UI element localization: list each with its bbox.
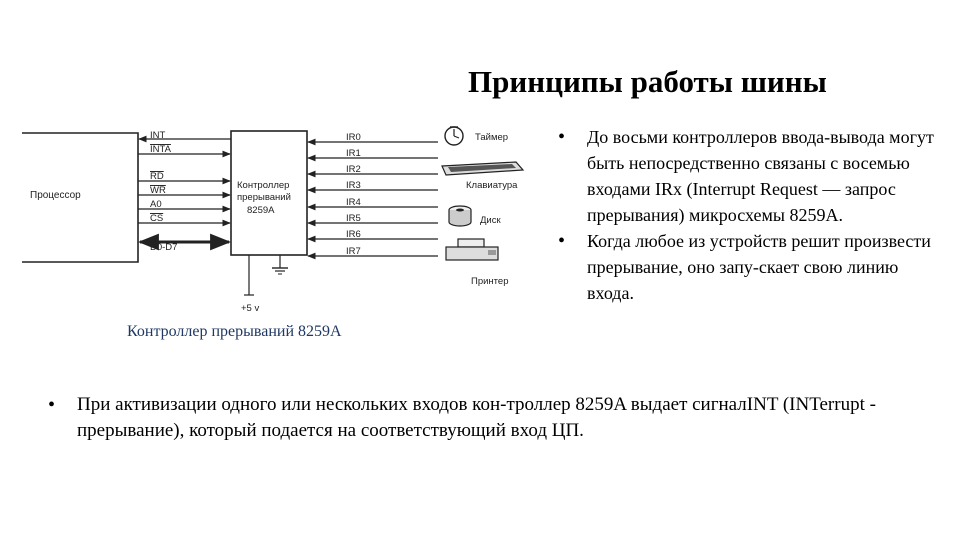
controller-label-line1: Контроллер — [237, 180, 289, 191]
ir-label: IR2 — [346, 164, 361, 175]
cpu-signal-labels: INT INTA RD WR A0 CS D0-D7 — [150, 130, 177, 253]
right-bullet-list: До восьми контроллеров ввода-вывода могу… — [558, 124, 948, 306]
bullet-item: При активизации одного или нескольких вх… — [48, 392, 938, 444]
signal-data-bus: D0-D7 — [150, 242, 177, 253]
processor-label: Процессор — [30, 190, 81, 201]
ground-icon — [272, 255, 288, 275]
signal-inta: INTA — [150, 144, 172, 155]
clock-icon — [444, 126, 464, 146]
printer-icon — [445, 238, 499, 261]
bullet-item: Когда любое из устройств решит произвест… — [558, 228, 948, 306]
ir-label: IR4 — [346, 197, 361, 208]
ir-label: IR6 — [346, 229, 361, 240]
processor-block: Процессор — [22, 132, 139, 263]
power-label: +5 v — [241, 303, 259, 314]
keyboard-icon — [441, 161, 525, 176]
diagram-caption: Контроллер прерываний 8259A — [127, 323, 342, 340]
power-supply: +5 v — [241, 255, 259, 314]
ir-labels: IR0 IR1 IR2 IR3 IR4 IR5 IR6 IR7 — [346, 132, 361, 257]
ir-label: IR1 — [346, 148, 361, 159]
device-label-timer: Таймер — [475, 132, 508, 143]
disk-icon — [448, 205, 472, 227]
ir-label: IR5 — [346, 213, 361, 224]
signal-wr: WR — [150, 185, 166, 196]
interrupt-controller-diagram: Процессор Контроллер прерываний 8259A IN… — [22, 126, 525, 314]
controller-label-line3: 8259A — [247, 205, 275, 216]
ir-label: IR7 — [346, 246, 361, 257]
controller-label-line2: прерываний — [237, 192, 291, 203]
ir-lines — [307, 138, 438, 260]
signal-int: INT — [150, 130, 166, 141]
slide-title: Принципы работы шины — [468, 64, 827, 99]
cpu-signal-lines — [137, 135, 232, 251]
bottom-bullet-list: При активизации одного или нескольких вх… — [48, 392, 938, 444]
signal-a0: A0 — [150, 199, 162, 210]
signal-cs: CS — [150, 213, 163, 224]
device-label-keyboard: Клавиатура — [466, 180, 518, 191]
controller-block: Контроллер прерываний 8259A — [230, 130, 308, 256]
bullet-item: До восьми контроллеров ввода-вывода могу… — [558, 124, 948, 228]
device-label-printer: Принтер — [471, 276, 508, 287]
device-label-disk: Диск — [480, 215, 501, 226]
ir-label: IR3 — [346, 180, 361, 191]
ir-label: IR0 — [346, 132, 361, 143]
signal-rd: RD — [150, 171, 164, 182]
